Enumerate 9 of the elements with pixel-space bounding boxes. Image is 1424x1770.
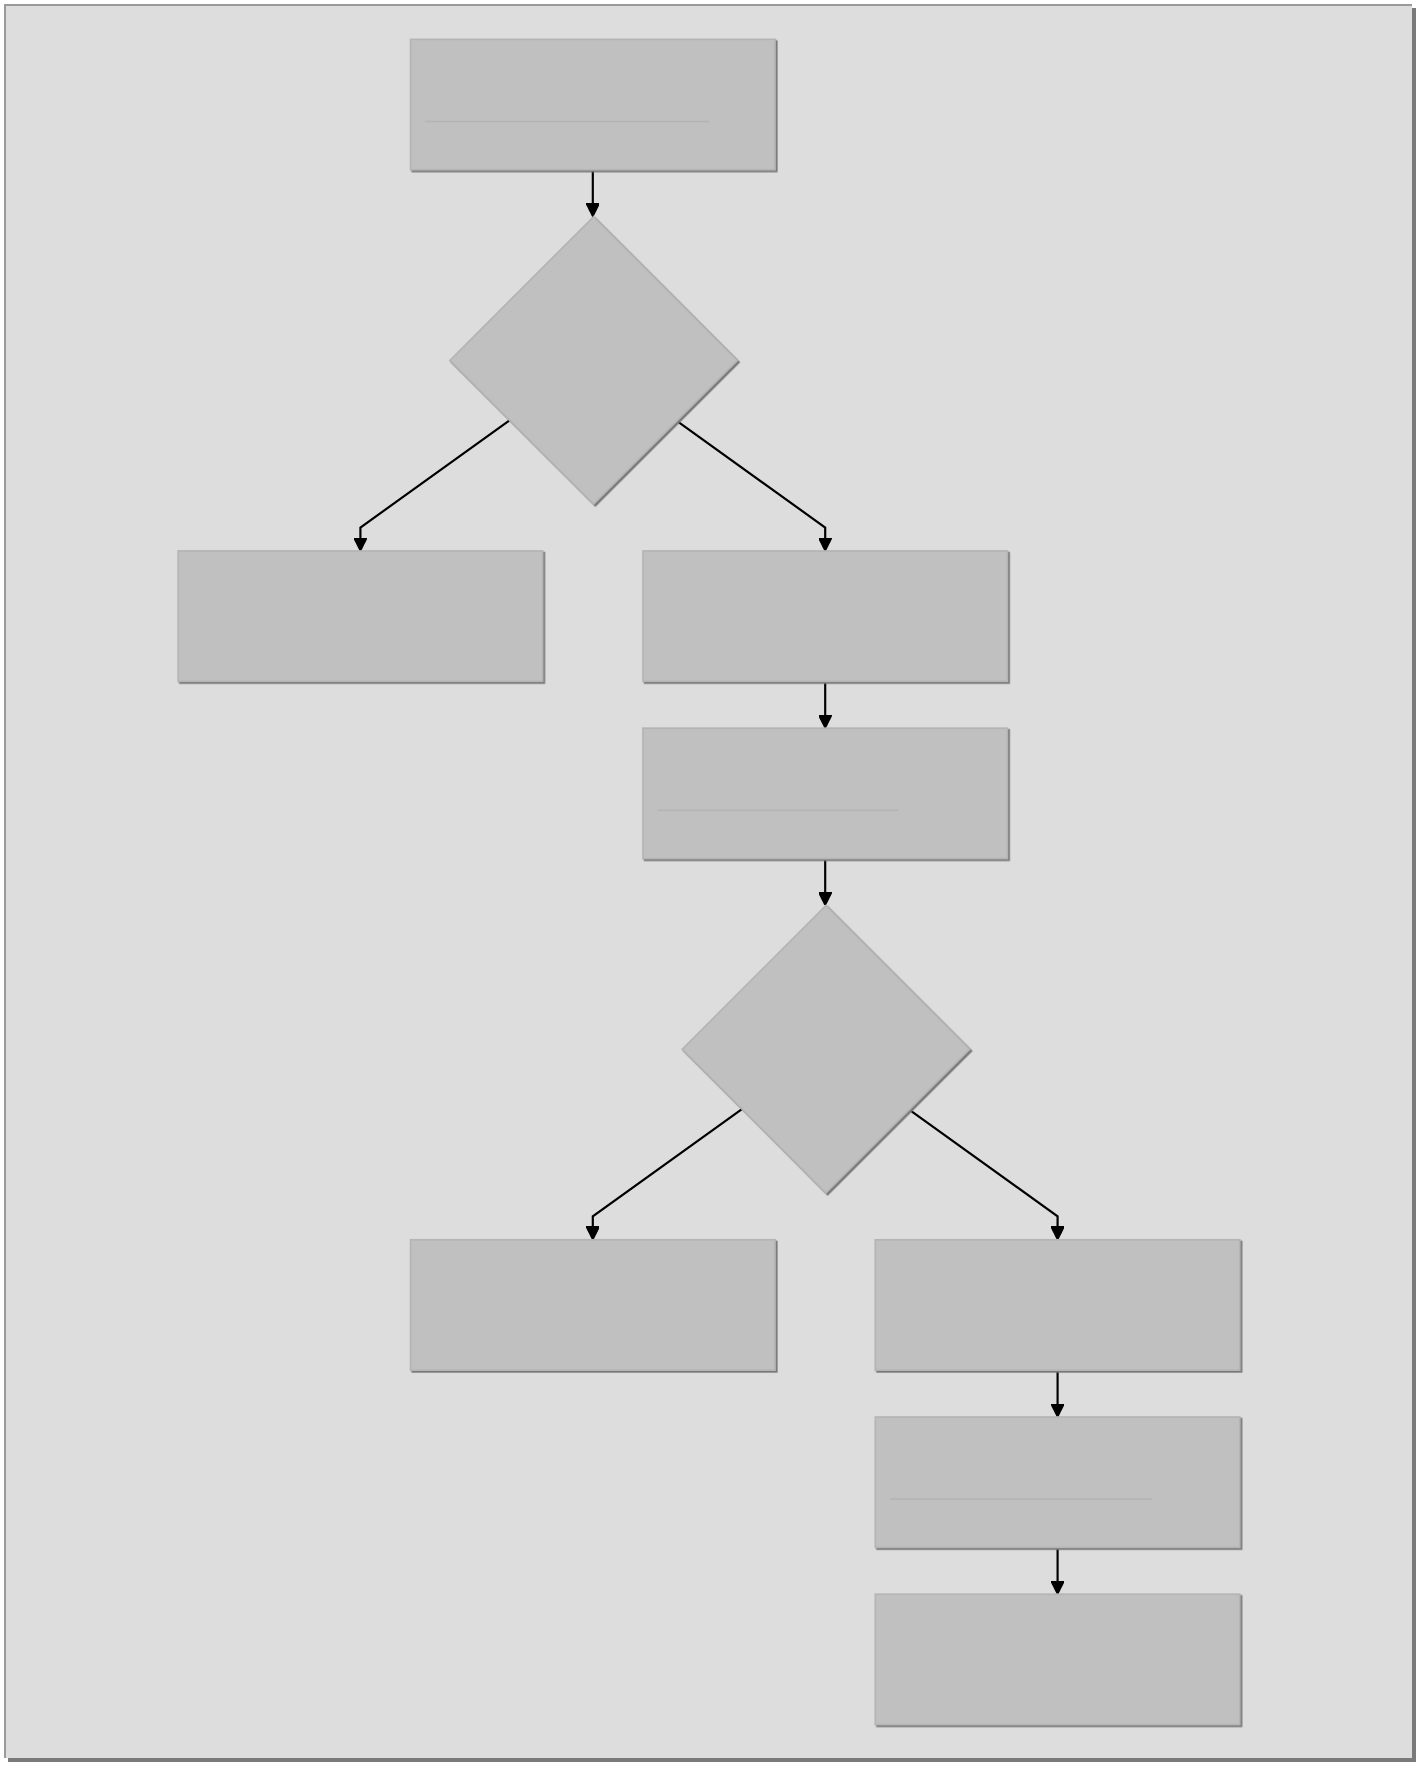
arrow: [817, 681, 833, 729]
arrow: [675, 419, 833, 552]
arrow: [585, 1108, 743, 1241]
arrow: [817, 858, 833, 907]
arrow: [908, 1108, 1065, 1241]
arrow: [585, 169, 601, 218]
arrow: [1050, 1547, 1065, 1595]
arrow: [353, 419, 510, 552]
arrow: [1050, 1370, 1065, 1418]
